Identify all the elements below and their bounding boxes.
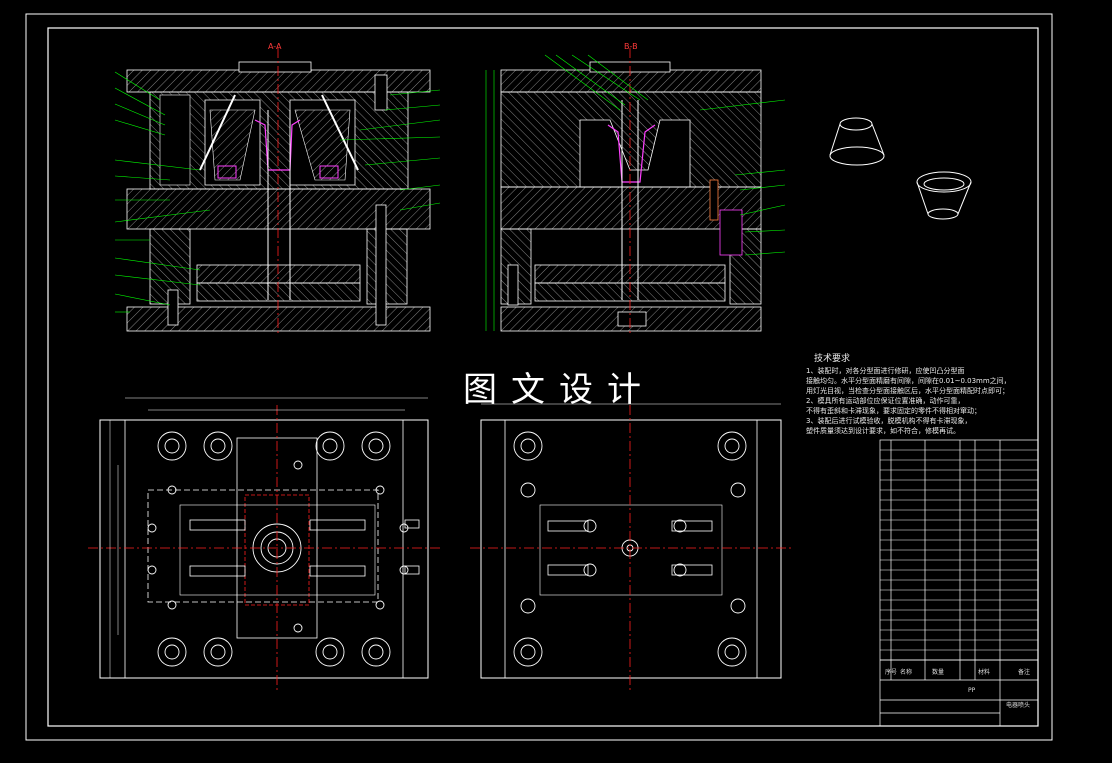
parts-list-table [879,439,1039,727]
tb-col-remark: 备注 [1018,669,1031,676]
section-label-a: A-A [268,42,282,51]
tech-line: 3、装配后进行试模验收，脱模机构不得有卡滞现象， [806,417,972,425]
tech-heading: 技术要求 [814,354,851,364]
section-a-a-view [114,48,441,334]
tb-part-name: 电器喷头 [1006,702,1031,709]
plan-view-moving-half [470,403,792,690]
section-b-b-view [485,48,786,334]
technical-requirements: 技术要求 1、装配时，对各分型面进行修研，应使凹凸分型面 接触均匀。水平分型面精… [806,354,1011,436]
tb-col-qty: 数量 [932,669,945,676]
inner-border [47,27,1039,727]
outer-border [25,13,1053,741]
tech-line: 用灯光目视，当检查分型面接触区后，水平分型面精配时点即可； [806,387,1009,395]
tb-col-material: 材料 [978,669,991,676]
watermark-title: 图文设计 [463,370,655,410]
plan-view-fixed-half [88,397,440,690]
tech-line: 塑件质量须达到设计要求，如不符合，修模再试。 [806,427,960,435]
section-label-b: B-B [624,42,638,51]
tech-line: 1、装配时，对各分型面进行修研，应使凹凸分型面 [806,367,965,375]
part-isometric-sketches [829,117,972,220]
tech-line: 接触均匀。水平分型面精磨有间隙，间隙在0.01~0.03mm之间， [806,377,1011,385]
tb-col-name: 名称 [900,669,913,676]
tb-material: PP [968,687,976,694]
tb-col-no: 序号 [885,669,898,676]
parts-list-rows [880,449,1038,661]
tech-line: 不得有歪斜和卡滞现象，要求固定的零件不得相对窜动； [806,407,981,415]
tech-line: 2、模具所有运动部位应保证位置准确，动作可靠， [806,397,965,405]
